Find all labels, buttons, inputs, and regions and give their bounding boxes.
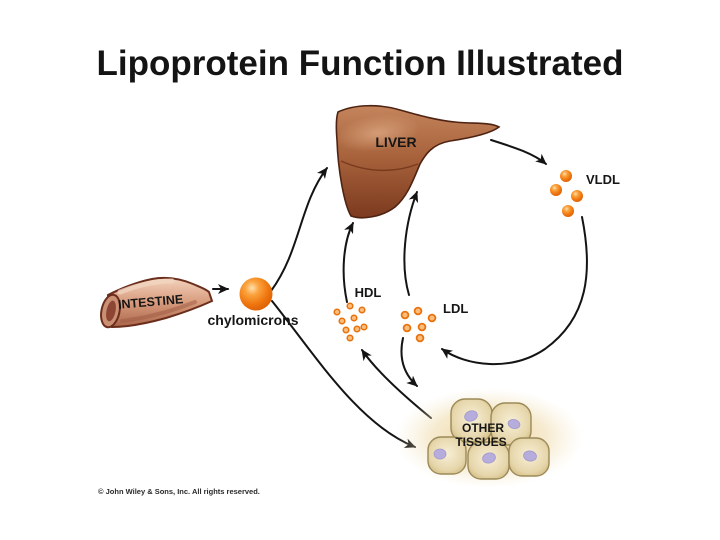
chylomicrons-label: chylomicrons	[207, 312, 298, 328]
liver-crease	[340, 160, 419, 172]
intestine-lumen	[106, 300, 116, 322]
intestine-shape	[106, 276, 214, 329]
vldl-node: VLDL	[550, 170, 620, 217]
other-tissues-node: OTHER TISSUES	[395, 388, 583, 488]
hdl-particle	[360, 323, 368, 331]
vldl-label: VLDL	[586, 172, 620, 187]
cell-nucleus	[482, 452, 496, 464]
chylomicrons-node: chylomicrons	[207, 277, 299, 328]
cell-nucleus	[507, 418, 521, 430]
ldl-node: LDL	[400, 301, 468, 343]
ldl-particle	[417, 322, 427, 332]
other-tissues-label-line2: TISSUES	[455, 435, 506, 449]
copyright-text: © John Wiley & Sons, Inc. All rights res…	[98, 487, 260, 496]
vldl-particle	[562, 205, 574, 217]
hdl-particle	[346, 302, 354, 310]
arrow-vldl-to-ldl	[441, 216, 588, 366]
arrow-ldl-to-liver	[403, 191, 419, 296]
arrow-liver-to-vldl	[490, 139, 547, 165]
hdl-particle	[338, 317, 346, 325]
hdl-particle	[346, 334, 354, 342]
vldl-particle	[550, 184, 562, 196]
hdl-particle	[342, 326, 350, 334]
ldl-particle	[427, 313, 437, 323]
liver-highlight	[336, 114, 420, 152]
cell-nucleus	[464, 410, 478, 422]
cell-nucleus	[523, 450, 537, 462]
liver-label: LIVER	[375, 134, 416, 150]
arrow-chylomicrons-to-tissues	[271, 300, 416, 448]
intestine-node: INTESTINE	[100, 276, 214, 329]
arrow-chylomicrons-to-liver	[270, 167, 328, 292]
arrow-hdl-to-liver	[342, 222, 354, 303]
arrow-ldl-to-tissues	[400, 337, 418, 387]
ldl-particle	[400, 310, 410, 320]
intestine-label: INTESTINE	[118, 292, 184, 312]
chylomicron-sphere	[239, 277, 273, 311]
hdl-particle	[333, 308, 341, 316]
ldl-particle	[413, 306, 423, 316]
liver-node: LIVER	[335, 104, 501, 219]
vldl-particle	[571, 190, 583, 202]
page-title: Lipoprotein Function Illustrated	[96, 44, 624, 83]
hdl-particle	[358, 306, 366, 314]
hdl-particle	[350, 314, 358, 322]
ldl-particle	[402, 323, 412, 333]
hdl-particle	[353, 325, 361, 333]
vldl-particle	[560, 170, 572, 182]
ldl-label: LDL	[443, 301, 468, 316]
cell-nucleus	[433, 448, 447, 460]
hdl-label: HDL	[355, 285, 382, 300]
intestine-highlight	[117, 278, 175, 295]
ldl-particle	[415, 333, 425, 343]
other-tissues-label-line1: OTHER	[462, 421, 504, 435]
intestine-shadow	[120, 300, 197, 323]
tissue-cell	[427, 436, 467, 475]
hdl-node: HDL	[333, 285, 382, 342]
